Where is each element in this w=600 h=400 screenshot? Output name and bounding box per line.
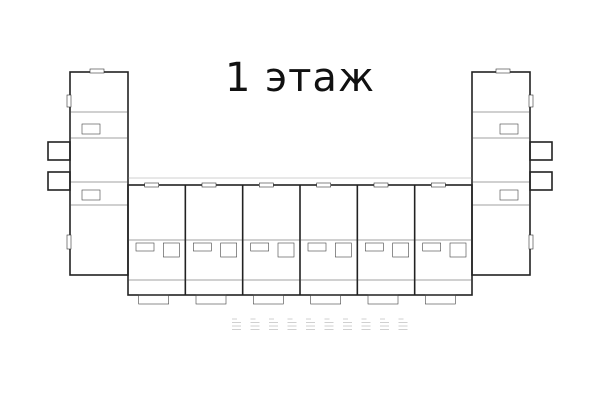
bathroom	[277, 242, 295, 258]
staircase	[250, 242, 269, 252]
bathroom	[163, 242, 180, 258]
legend-column	[287, 318, 297, 330]
porch	[195, 294, 227, 305]
legend-column	[380, 318, 389, 330]
legend-column	[361, 318, 371, 330]
unit	[184, 182, 243, 305]
area-legend	[232, 318, 408, 330]
unit	[128, 182, 186, 305]
staircase	[365, 242, 384, 252]
unit	[356, 182, 415, 305]
window	[373, 182, 389, 188]
staircase	[193, 242, 212, 252]
bathroom	[392, 242, 409, 258]
staircase	[307, 242, 327, 252]
legend-column	[324, 318, 334, 330]
bathroom	[220, 242, 237, 258]
unit	[241, 182, 300, 305]
floor-title: 1 этаж	[225, 55, 375, 101]
unit	[413, 182, 472, 305]
legend-column	[250, 318, 260, 330]
left-wing	[47, 68, 129, 276]
porch	[253, 294, 284, 305]
porch	[138, 294, 169, 305]
porch	[367, 294, 399, 305]
bathroom	[449, 242, 467, 258]
window	[259, 182, 274, 188]
porch	[425, 294, 456, 305]
window	[201, 182, 217, 188]
legend-column	[398, 318, 408, 330]
window	[431, 182, 446, 188]
legend-column	[232, 318, 241, 330]
central-block	[127, 177, 473, 305]
window	[144, 182, 159, 188]
window	[316, 182, 331, 188]
legend-column	[269, 318, 278, 330]
unit	[299, 182, 358, 305]
staircase	[422, 242, 441, 252]
porch	[310, 294, 341, 305]
bathroom	[335, 242, 352, 258]
legend-column	[306, 318, 315, 330]
right-wing	[471, 68, 553, 276]
legend-column	[343, 318, 352, 330]
staircase	[135, 242, 155, 252]
